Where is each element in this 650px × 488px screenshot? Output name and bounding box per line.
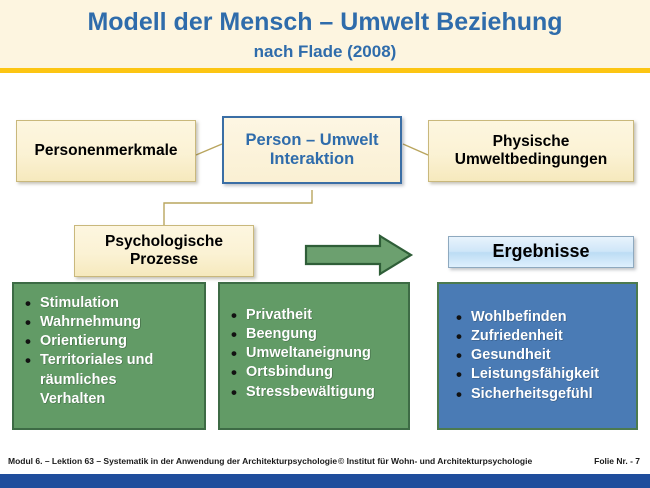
header-divider-rule [0, 68, 650, 73]
footer-slide-number: Folie Nr. - 7 [594, 456, 640, 466]
list-item: Territoriales und [25, 350, 198, 373]
node-psychologische-prozesse[interactable]: Psychologische Prozesse [74, 225, 254, 277]
list-box-prozesse-left[interactable]: Stimulation Wahrnehmung Orientierung Ter… [12, 282, 206, 430]
right-arrow-icon [304, 234, 414, 276]
node-physische-umweltbedingungen[interactable]: Physische Umweltbedingungen [428, 120, 634, 182]
list-item: Leistungsfähigkeit [456, 364, 630, 387]
flow-arrow [304, 234, 414, 276]
node-psychologische-label-line1: Psychologische [104, 232, 223, 250]
node-interaktion-label-line1: Person – Umwelt [245, 130, 379, 149]
list-prozesse-right: Privatheit Beengung Umweltaneignung Orts… [228, 305, 402, 404]
node-psychologische-label-line2: Prozesse [129, 251, 199, 268]
list-box-ergebnisse[interactable]: Wohlbefinden Zufriedenheit Gesundheit Le… [437, 282, 638, 430]
node-personenmerkmale[interactable]: Personenmerkmale [16, 120, 196, 182]
node-ergebnisse-label: Ergebnisse [492, 241, 590, 262]
list-prozesse-left: Stimulation Wahrnehmung Orientierung Ter… [22, 293, 198, 409]
list-item: Stimulation [25, 293, 198, 316]
node-interaktion-label-line2: Interaktion [269, 150, 355, 168]
list-item: Gesundheit [456, 345, 630, 368]
list-item: Wohlbefinden [456, 307, 630, 330]
footer-copyright-text: © Institut für Wohn- und Architekturpsyc… [338, 456, 533, 466]
list-item: Ortsbindung [231, 362, 402, 385]
node-person-umwelt-interaktion[interactable]: Person – Umwelt Interaktion [222, 116, 402, 184]
slide-subtitle: nach Flade (2008) [253, 42, 397, 61]
list-item: Zufriedenheit [456, 326, 630, 349]
header-band [0, 0, 650, 68]
list-item: Privatheit [231, 305, 402, 328]
list-item-continuation: räumliches [40, 371, 117, 388]
slide-title: Modell der Mensch – Umwelt Beziehung [87, 8, 563, 36]
footer-accent-bar [0, 474, 650, 488]
list-item: Orientierung [25, 331, 198, 354]
list-box-prozesse-right[interactable]: Privatheit Beengung Umweltaneignung Orts… [218, 282, 410, 430]
list-item: Wahrnehmung [25, 312, 198, 335]
node-personenmerkmale-label: Personenmerkmale [34, 141, 178, 159]
list-item: Stressbewältigung [231, 381, 402, 404]
list-item: Beengung [231, 324, 402, 347]
node-ergebnisse[interactable]: Ergebnisse [448, 236, 634, 268]
list-ergebnisse: Wohlbefinden Zufriedenheit Gesundheit Le… [453, 307, 630, 406]
list-item: Umweltaneignung [231, 343, 402, 366]
slide-footer: Modul 6. – Lektion 63 – Systematik in de… [0, 452, 650, 474]
list-item-continuation: Verhalten [40, 390, 106, 407]
list-item: Sicherheitsgefühl [456, 383, 630, 406]
node-physische-label-line2: Umweltbedingungen [454, 151, 608, 168]
footer-module-text: Modul 6. – Lektion 63 – Systematik in de… [8, 456, 338, 466]
node-physische-label-line1: Physische [492, 132, 570, 150]
